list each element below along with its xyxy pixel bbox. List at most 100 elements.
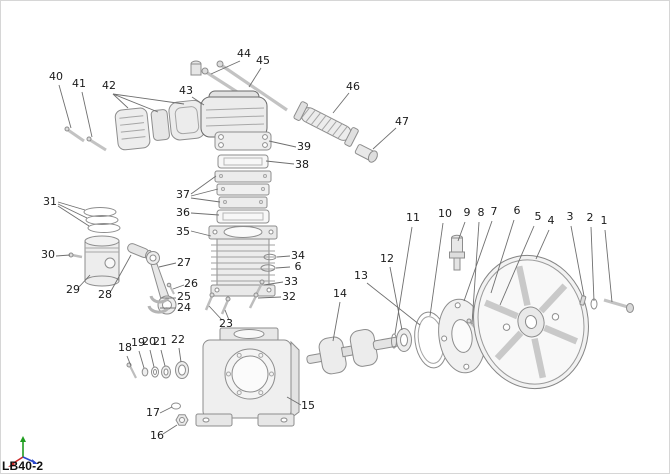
leader-line-23-0: [208, 305, 223, 321]
part-number-10: 10: [438, 207, 452, 220]
leader-line-34-0: [276, 255, 291, 258]
leader-line-43-0: [191, 96, 205, 106]
leader-line-42-1: [112, 93, 159, 113]
leader-line-33-0: [263, 281, 284, 286]
cylinder-gasket: [216, 209, 270, 224]
small-bolts-right-of-cylinder: [248, 279, 265, 309]
leader-line-45-0: [248, 67, 262, 88]
part-number-41: 41: [72, 77, 86, 90]
part-number-13: 13: [354, 269, 368, 282]
part-number-3: 3: [567, 210, 574, 223]
leader-line-11-0: [394, 226, 413, 335]
leader-line-8-0: [471, 221, 480, 325]
leader-line-15-0: [286, 396, 302, 406]
leader-line-39-0: [268, 140, 297, 148]
part-number-28: 28: [98, 288, 112, 301]
leader-line-42-2: [112, 93, 185, 105]
leader-line-7-0: [463, 220, 493, 302]
part-number-9: 9: [464, 206, 471, 219]
part-number-31: 31: [43, 195, 57, 208]
axis-up-arrowhead: [20, 436, 26, 442]
part-number-37: 37: [176, 188, 190, 201]
leader-line-38-0: [265, 160, 295, 165]
model-number-label: LB40-2: [2, 459, 44, 473]
part-number-39: 39: [297, 140, 311, 153]
leader-line-20-0: [149, 349, 155, 368]
head-gasket: [217, 154, 269, 169]
leader-line-6-0: [490, 219, 515, 294]
part-number-16: 16: [150, 429, 164, 442]
leader-line-46-0: [332, 92, 350, 114]
part-number-20: 20: [142, 335, 156, 348]
o-rings: [260, 253, 277, 272]
part-number-17: 17: [146, 406, 160, 419]
leader-line-10-0: [429, 222, 444, 317]
part-number-47: 47: [395, 115, 409, 128]
hose-fitting: [354, 144, 378, 163]
leader-line-28-0: [110, 254, 132, 292]
axis-triad-icon: [8, 436, 38, 467]
cylinder-head: [214, 131, 272, 151]
leader-line-14-0: [332, 301, 341, 342]
part-number-46: 46: [346, 80, 360, 93]
part-number-35: 35: [176, 225, 190, 238]
flywheel: [473, 254, 589, 390]
part-number-19: 19: [131, 336, 145, 349]
part-number-15: 15: [301, 399, 315, 412]
leader-line-2-0: [590, 226, 595, 302]
connecting-rod: [146, 251, 177, 315]
leader-line-13-0: [366, 282, 421, 326]
leader-line-26-0: [172, 284, 185, 290]
leader-line-31-1: [57, 203, 88, 219]
leader-line-41-0: [81, 91, 93, 138]
part-number-29: 29: [66, 283, 80, 296]
part-number-34: 34: [291, 249, 305, 262]
air-filter-assembly: [114, 99, 206, 151]
leader-line-21-0: [160, 349, 166, 367]
leader-line-17-0: [159, 406, 173, 414]
leader-line-31-0: [57, 201, 86, 211]
part-number-26: 26: [184, 277, 198, 290]
leader-line-35-0: [190, 230, 212, 237]
part-number-30: 30: [41, 248, 55, 261]
axis-left-arrowhead: [8, 462, 15, 467]
leader-line-36-0: [190, 212, 220, 216]
piston-rings: [83, 207, 121, 233]
leader-line-1-0: [604, 229, 613, 303]
crankcase: [195, 327, 300, 427]
leader-line-5-0: [499, 225, 535, 306]
part-number-7: 7: [491, 205, 498, 218]
part-number-6: 6: [295, 260, 302, 273]
crankshaft: [306, 329, 412, 375]
filter-pins: [64, 126, 107, 152]
part-number-1: 1: [601, 214, 608, 227]
part-number-43: 43: [179, 84, 193, 97]
part-number-23: 23: [219, 317, 233, 330]
part-number-6: 6: [514, 204, 521, 217]
axis-right-arrow: [22, 456, 35, 463]
leader-line-44-0: [210, 60, 241, 75]
part-number-25: 25: [177, 290, 191, 303]
part-number-42: 42: [102, 79, 116, 92]
bearing-seal-row: [126, 361, 189, 379]
rod-cap-parts: [147, 282, 175, 314]
flywheel-bolt-set: [579, 295, 634, 313]
leader-line-16-0: [162, 424, 178, 435]
leader-line-30-0: [55, 254, 71, 257]
oil-plug: [171, 402, 189, 426]
valve-plate-stack: [214, 170, 272, 209]
leader-line-37-0: [190, 175, 217, 195]
leader-line-4-0: [535, 229, 550, 260]
part-number-36: 36: [176, 206, 190, 219]
leader-line-37-1: [190, 188, 219, 197]
leader-line-19-0: [138, 350, 145, 369]
part-number-44: 44: [237, 47, 251, 60]
check-valve-fitting: [449, 234, 465, 271]
flex-hose-spring: [293, 101, 359, 147]
part-number-45: 45: [256, 54, 270, 67]
leader-line-9-0: [457, 221, 466, 242]
part-number-22: 22: [171, 333, 185, 346]
leader-line-23-1: [224, 309, 230, 321]
